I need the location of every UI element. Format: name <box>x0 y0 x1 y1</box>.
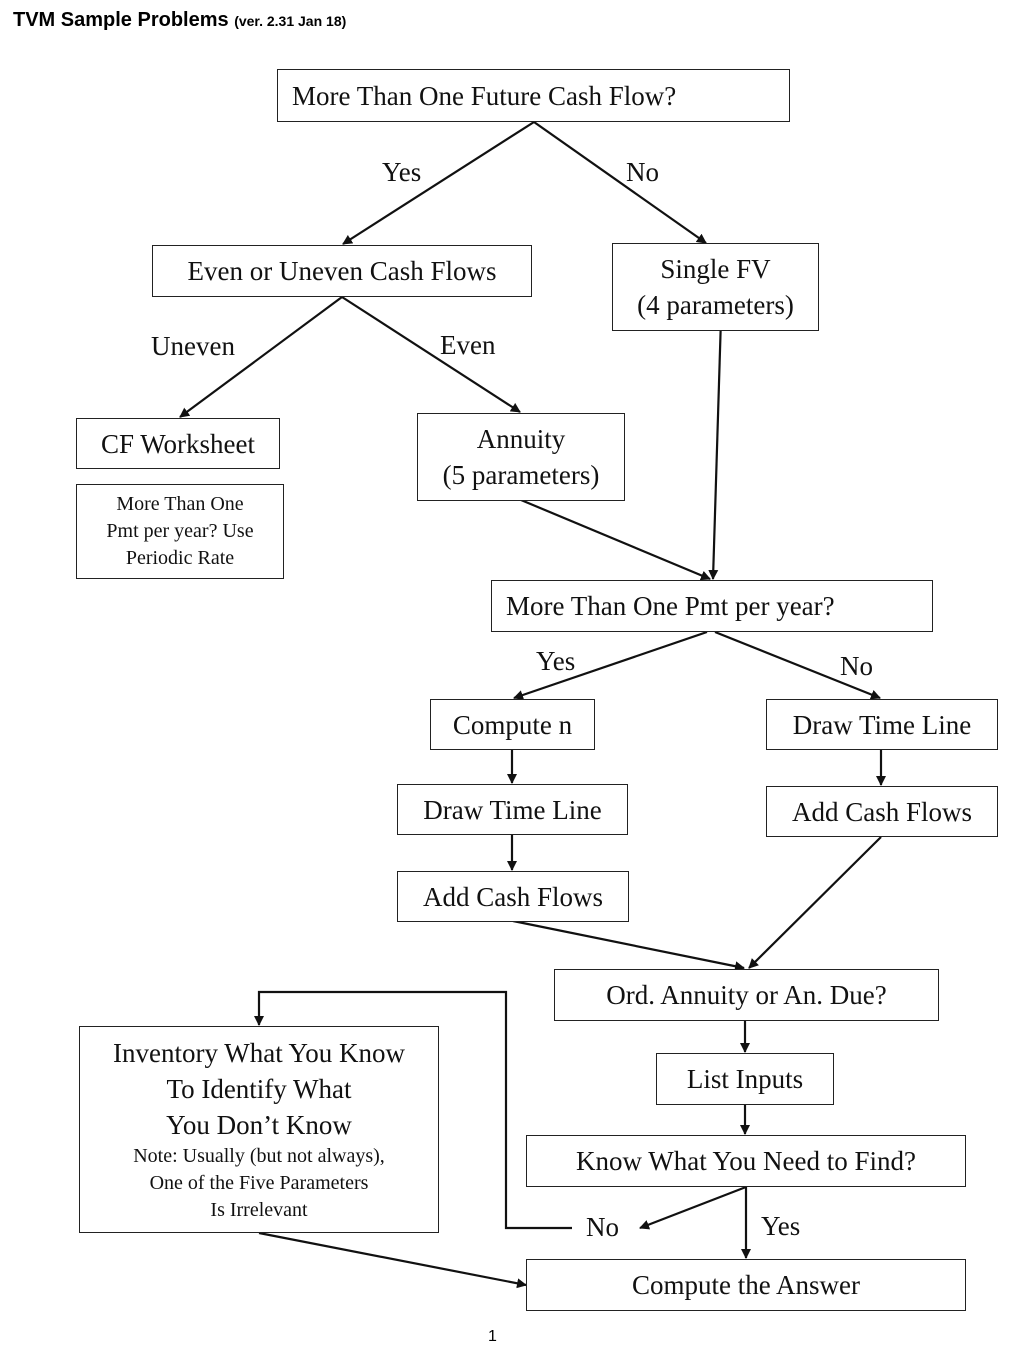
arrow-pmt-to-draw-right <box>714 630 881 700</box>
node-label: Draw Time Line <box>423 794 602 825</box>
note-line: One of the Five Parameters <box>149 1172 369 1194</box>
arrow-single-to-pmt <box>708 317 723 580</box>
note-line: Pmt per year? Use <box>106 520 254 542</box>
node-label: CF Worksheet <box>100 428 256 459</box>
title-text: TVM Sample Problems <box>13 9 229 31</box>
node-label: List Inputs <box>686 1064 804 1094</box>
node-ord-annuity: Ord. Annuity or An. Due? <box>554 969 939 1021</box>
node-label: Add Cash Flows <box>422 881 604 912</box>
node-draw-time-line-left: Draw Time Line <box>397 784 628 835</box>
node-label: More Than One Future Cash Flow? <box>292 80 677 111</box>
arrow-future-to-even <box>342 121 535 245</box>
edge-label-yes: Yes <box>382 157 422 187</box>
node-label: Compute the Answer <box>632 1270 860 1300</box>
arrow-even-to-annuity <box>341 296 521 413</box>
node-label: Even or Uneven Cash Flows <box>187 256 497 286</box>
edge-label-yes: Yes <box>761 1211 801 1241</box>
note-line: Periodic Rate <box>125 547 235 569</box>
node-single-fv: Single FV (4 parameters) <box>612 243 819 331</box>
node-future-cash-flow: More Than One Future Cash Flow? <box>277 69 790 122</box>
arrow-add-right-to-ord <box>748 836 882 969</box>
node-label: Draw Time Line <box>792 709 972 740</box>
edge-label-even: Even <box>440 330 496 360</box>
arrow-add-left-to-ord <box>512 919 745 972</box>
node-label: Single FV <box>660 254 771 284</box>
arrow-no-loop-to-inventory <box>254 990 572 1230</box>
edge-label-yes: Yes <box>536 646 576 676</box>
node-annuity: Annuity (5 parameters) <box>417 413 625 501</box>
node-label: You Don’t Know <box>166 1110 352 1140</box>
node-add-cash-flows-right: Add Cash Flows <box>766 786 998 837</box>
node-cf-worksheet: CF Worksheet <box>76 418 280 469</box>
arrow-inventory-to-compute <box>258 1231 527 1289</box>
node-compute-answer: Compute the Answer <box>526 1259 966 1311</box>
arrow-pmt-to-compute-n <box>513 630 708 700</box>
page-number: 1 <box>488 1328 497 1345</box>
node-label: Compute n <box>452 709 573 740</box>
arrow-know-to-no <box>639 1185 747 1230</box>
node-sublabel: (5 parameters) <box>442 460 600 490</box>
node-list-inputs: List Inputs <box>656 1053 834 1105</box>
node-label: Add Cash Flows <box>791 796 973 827</box>
node-label: Ord. Annuity or An. Due? <box>606 980 887 1010</box>
arrow-annuity-to-pmt <box>520 498 711 581</box>
edge-label-no: No <box>840 651 873 681</box>
node-cf-note: More Than One Pmt per year? Use Periodic… <box>76 484 284 579</box>
arrow-even-to-cfworksheet <box>179 296 343 418</box>
note-line: Is Irrelevant <box>210 1199 308 1221</box>
edge-label-no: No <box>626 157 659 187</box>
node-compute-n: Compute n <box>430 699 595 750</box>
node-label: Know What You Need to Find? <box>576 1146 916 1176</box>
note-line: More Than One <box>116 493 244 515</box>
note-line: Note: Usually (but not always), <box>133 1145 385 1167</box>
node-label: Annuity <box>476 424 566 454</box>
node-pmt-per-year: More Than One Pmt per year? <box>491 580 933 632</box>
node-know-what-to-find: Know What You Need to Find? <box>526 1135 966 1187</box>
edge-label-no: No <box>586 1212 619 1242</box>
node-label: To Identify What <box>166 1074 352 1104</box>
edge-label-uneven: Uneven <box>151 331 235 361</box>
node-label: Inventory What You Know <box>113 1038 405 1068</box>
version-text: (ver. 2.31 Jan 18) <box>234 13 347 29</box>
node-draw-time-line-right: Draw Time Line <box>766 699 998 750</box>
node-label: More Than One Pmt per year? <box>506 591 835 621</box>
node-even-uneven: Even or Uneven Cash Flows <box>152 245 532 297</box>
node-inventory: Inventory What You Know To Identify What… <box>79 1026 439 1233</box>
node-sublabel: (4 parameters) <box>637 290 794 320</box>
node-add-cash-flows-left: Add Cash Flows <box>397 871 629 922</box>
arrow-future-to-single <box>533 121 707 244</box>
page-title: TVM Sample Problems (ver. 2.31 Jan 18) <box>13 9 346 32</box>
